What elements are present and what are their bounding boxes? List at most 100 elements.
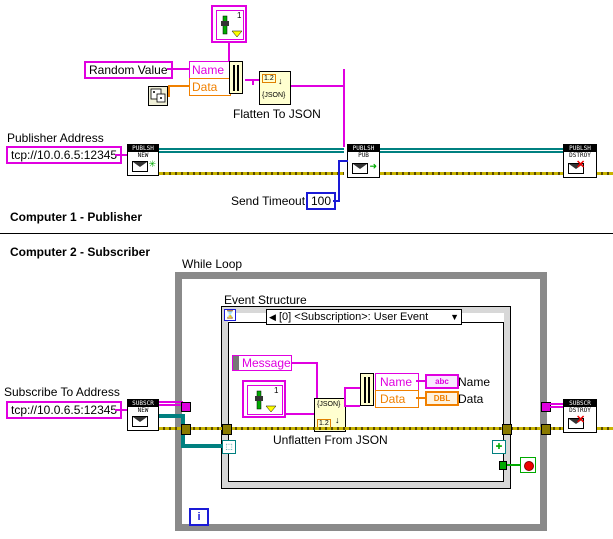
cluster-wire-top — [228, 43, 230, 61]
event-case-prev-icon[interactable]: ◀ — [269, 312, 276, 322]
numeric-wire-timeout-h — [338, 160, 348, 162]
refnum-wire-pub-2 — [380, 148, 564, 153]
subscribe-address-label: Subscribe To Address — [4, 385, 120, 399]
cluster-wire-sub — [286, 413, 314, 415]
error-wire-sub — [159, 427, 563, 430]
section-computer2: Computer 2 - Subscriber — [10, 245, 151, 259]
numeric-wire-dice — [168, 85, 189, 87]
flatten-arrow-icon: ↓ — [278, 76, 283, 86]
bundle-by-name[interactable]: Name Data — [189, 61, 245, 96]
numeric-wire-data-out — [416, 397, 426, 399]
event-case-next-icon[interactable]: ▼ — [450, 312, 459, 322]
send-timeout-constant[interactable]: 100 — [306, 192, 337, 210]
event-out-terminal: ✚ — [492, 440, 506, 454]
envelope-icon — [568, 418, 584, 429]
string-wire-pub-addr — [115, 154, 128, 156]
cluster-wire-unflatten-out — [346, 405, 360, 407]
flatten-json-node[interactable]: 1.2 {JSON} ↓ — [259, 71, 291, 105]
unbundle-data-field: Data — [375, 390, 419, 408]
while-loop-label: While Loop — [182, 257, 243, 271]
cluster-constant-sub-inner — [247, 385, 283, 415]
while-loop-iteration: i — [189, 508, 209, 526]
publisher-new-hdr: PUBLSH — [128, 145, 158, 152]
name-indicator-label: Name — [458, 375, 491, 389]
unflatten-json-label: Unflatten From JSON — [273, 433, 388, 447]
error-wire-pub-2 — [380, 172, 564, 175]
arrow-right-icon: ➜ — [369, 161, 377, 171]
cluster-constant-badge: 1 — [237, 11, 242, 20]
subscriber-destroy-hdr: SUBSCR — [564, 400, 596, 407]
unbundle-node — [360, 373, 374, 406]
refnum-wire-pub — [159, 148, 344, 153]
stop-terminal[interactable] — [520, 457, 536, 473]
random-number-icon[interactable] — [148, 86, 168, 106]
publisher-new-node[interactable]: PUBLSH NEW ✳ — [127, 144, 159, 176]
subscriber-new-sub: NEW — [137, 407, 149, 414]
string-wire-name-out — [416, 380, 426, 382]
publisher-destroy-node[interactable]: PUBLSH DSTROY ✕ — [563, 144, 597, 178]
cluster-constant-sub-badge: 1 — [274, 386, 279, 395]
section-divider — [0, 233, 613, 234]
unflatten-json-node[interactable]: {JSON} 1.2 ↓ — [314, 398, 346, 432]
event-tunnel-right — [502, 424, 512, 435]
envelope-icon — [568, 163, 584, 174]
loop-tunnel-left-error — [181, 424, 191, 435]
unbundle-by-name[interactable]: Name Data — [360, 373, 419, 408]
bundle-node — [229, 61, 243, 94]
x-icon: ✕ — [576, 159, 586, 171]
event-structure-label: Event Structure — [224, 293, 307, 307]
string-wire-sub-addr — [115, 409, 128, 411]
message-label: Message — [242, 356, 291, 370]
publisher-address-label: Publisher Address — [7, 131, 104, 145]
publisher-address-constant[interactable]: tcp://10.0.6.5:12345 — [6, 146, 123, 164]
error-wire-sub-out — [597, 427, 613, 430]
envelope-icon — [132, 161, 148, 172]
x-icon: ✕ — [576, 414, 586, 426]
publisher-destroy-sub: DSTROY — [569, 152, 591, 159]
publisher-pub-node[interactable]: PUBLSH PUB ➜ — [347, 144, 380, 178]
subscriber-destroy-sub: DSTROY — [569, 407, 591, 414]
envelope-icon — [132, 416, 148, 427]
numeric-wire-dice-v — [168, 85, 170, 97]
publisher-pub-sub: PUB — [358, 152, 369, 159]
subscriber-destroy-node[interactable]: SUBSCR DSTROY ✕ — [563, 399, 597, 433]
event-case-selector[interactable]: ◀ [0] <Subscription>: User Event ▼ — [266, 309, 462, 325]
cluster-wire-unflatten-h — [344, 387, 360, 389]
bool-wire-stop — [503, 464, 521, 466]
envelope-icon — [352, 163, 368, 174]
event-case-text: [0] <Subscription>: User Event — [279, 311, 429, 323]
cluster-constant-top[interactable]: 1 — [211, 5, 247, 43]
publisher-destroy-hdr: PUBLSH — [564, 145, 596, 152]
name-indicator: abc — [425, 374, 459, 389]
cluster-constant-sub[interactable]: 1 — [242, 380, 286, 418]
subscriber-new-node[interactable]: SUBSCR NEW — [127, 399, 159, 431]
cluster-wire-bundle-out-2 — [252, 79, 254, 85]
flatten-json-label: Flatten To JSON — [233, 107, 321, 121]
unflatten-arrow-icon: ↓ — [335, 415, 340, 425]
data-indicator: DBL — [425, 391, 459, 406]
sparkle-icon: ✳ — [148, 159, 156, 169]
string-wire-json-v — [343, 69, 345, 147]
loop-tunnel-left-refnum — [181, 402, 191, 412]
subscribe-address-constant[interactable]: tcp://10.0.6.5:12345 — [6, 401, 123, 419]
unflatten-json-glyph: {JSON} — [317, 401, 341, 408]
string-wire-random — [167, 68, 189, 70]
flatten-json-glyph: {JSON} — [262, 92, 286, 99]
slider-icon — [255, 390, 276, 413]
refnum-wire-sub-h — [181, 444, 224, 448]
event-timeout-terminal[interactable]: ⌛ — [224, 309, 236, 321]
message-event-data-node[interactable]: Message — [232, 355, 292, 371]
loop-tunnel-right-error — [541, 424, 551, 435]
random-value-constant[interactable]: Random Value — [84, 61, 173, 79]
error-wire-pub-out — [597, 172, 613, 175]
subscriber-new-hdr: SUBSCR — [128, 400, 158, 407]
numeric-wire-timeout-v — [338, 160, 340, 202]
refnum-wire-sub-top — [159, 401, 183, 406]
bundle-data-field: Data — [189, 78, 231, 96]
refnum-wire-loop-out — [549, 403, 563, 408]
publisher-new-sub: NEW — [137, 152, 149, 159]
numeric-wire-timeout — [333, 200, 339, 202]
publisher-pub-hdr: PUBLSH — [348, 145, 379, 152]
send-timeout-label: Send Timeout — [231, 194, 306, 208]
flatten-type-glyph: 1.2 — [262, 74, 276, 83]
